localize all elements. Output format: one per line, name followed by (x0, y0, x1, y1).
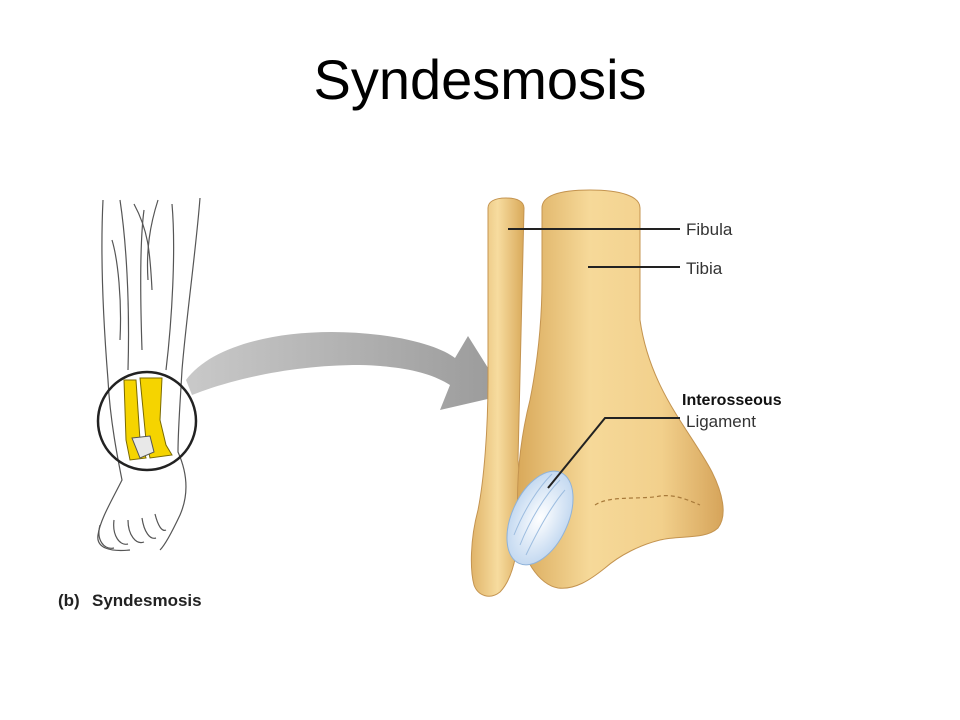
tibia-label: Tibia (686, 259, 723, 278)
leader-lines (508, 228, 680, 489)
magnifier-circle (96, 370, 198, 472)
enlarged-bones (470, 189, 724, 597)
ligament-leader (547, 417, 680, 489)
leg-outline-left (97, 199, 131, 552)
pointer-arrow (186, 332, 505, 410)
ligament-label: Ligament (686, 412, 756, 431)
leg-illustration (97, 197, 201, 552)
fibula-label: Fibula (686, 220, 733, 239)
caption-text: Syndesmosis (92, 591, 202, 610)
slide-title: Syndesmosis (313, 48, 647, 111)
leg-outline-right (159, 197, 201, 551)
interosseous-label: Interosseous (682, 392, 782, 409)
fibula-bone (470, 197, 525, 597)
caption-part: (b) (58, 591, 80, 610)
leg-highlighted-bones (123, 377, 173, 461)
